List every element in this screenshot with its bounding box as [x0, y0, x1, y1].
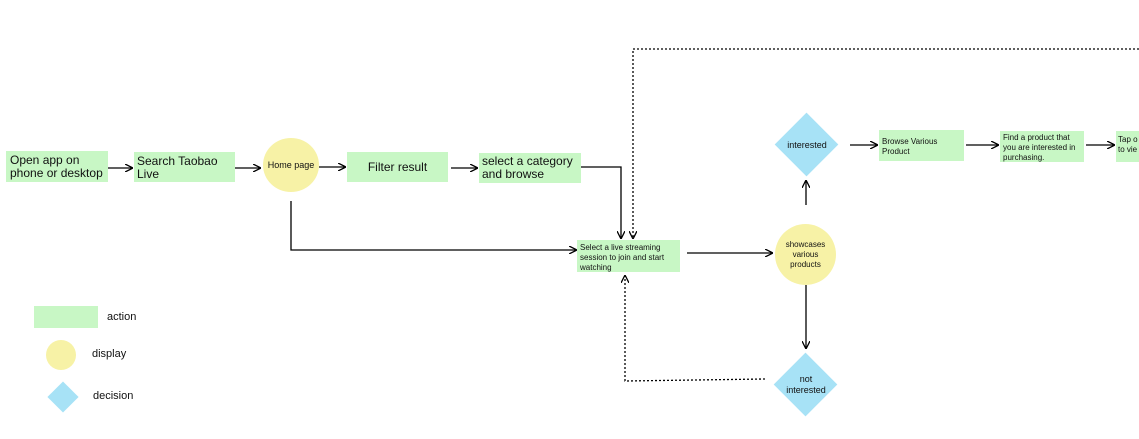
node-showcases-label: showcases various products	[785, 239, 826, 269]
node-open-app-label: Open app on phone or desktop	[10, 153, 103, 180]
legend-action-swatch	[34, 306, 98, 328]
arrow-loop-back-to-live	[633, 48, 1139, 238]
node-tap-partial: Tap o to vie	[1116, 131, 1139, 162]
legend-display-swatch	[46, 340, 76, 370]
node-select-live-label: Select a live streaming session to join …	[580, 243, 665, 272]
node-search-taobao: Search Taobao Live	[134, 152, 235, 182]
arrow-home-to-live	[290, 201, 576, 250]
node-open-app: Open app on phone or desktop	[6, 151, 108, 182]
node-showcases: showcases various products	[775, 224, 836, 285]
node-search-taobao-label: Search Taobao Live	[137, 154, 218, 181]
node-find-product-label: Find a product that you are interested i…	[1003, 133, 1076, 162]
node-find-product: Find a product that you are interested i…	[1000, 131, 1084, 162]
node-select-live: Select a live streaming session to join …	[577, 240, 680, 272]
node-tap-partial-label: Tap o to vie	[1118, 135, 1138, 154]
node-interested-label: interested	[787, 139, 827, 150]
legend-action-label: action	[107, 311, 137, 323]
node-select-category-label: select a category and browse	[482, 154, 573, 181]
node-browse-products: Browse Various Product	[879, 130, 964, 161]
node-home-page: Home page	[263, 138, 319, 192]
legend-decision-label: decision	[93, 390, 134, 402]
node-select-category: select a category and browse	[479, 153, 581, 183]
legend-display-label: display	[92, 348, 127, 360]
node-not-interested-label: not interested	[786, 374, 826, 395]
node-not-interested: not interested	[776, 370, 836, 400]
node-home-page-label: Home page	[267, 160, 315, 170]
arrow-not-interested-to-live	[625, 276, 766, 382]
node-filter-result-label: Filter result	[367, 159, 428, 174]
arrow-category-to-live	[581, 166, 621, 238]
node-browse-products-label: Browse Various Product	[882, 137, 938, 156]
node-filter-result: Filter result	[347, 152, 448, 182]
node-interested: interested	[776, 130, 838, 160]
